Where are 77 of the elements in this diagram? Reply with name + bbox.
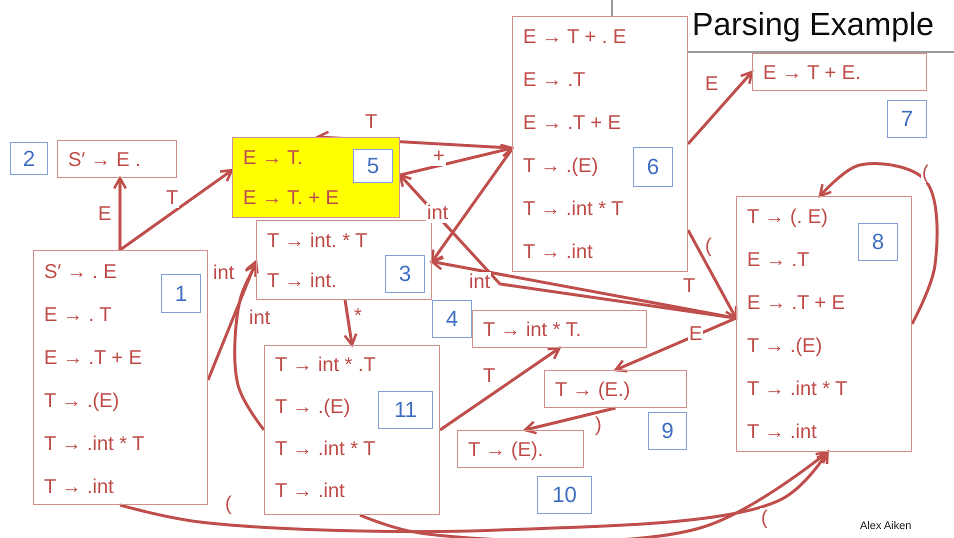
state-box [256, 220, 432, 300]
state-box [752, 53, 927, 91]
arrow [686, 229, 738, 320]
lr-item: T → .int [44, 475, 114, 499]
lr-item: T → .int * T [523, 197, 624, 221]
lr-item: T → int * .T [275, 353, 376, 377]
arrow [206, 260, 259, 381]
lr-item: E → .T + E [747, 291, 845, 315]
state-box [472, 310, 647, 348]
edge-label: ( [704, 236, 713, 256]
arrow [686, 70, 754, 145]
state-box [57, 140, 177, 178]
state-number: 2 [10, 142, 48, 175]
lr-item: T → .int [747, 420, 817, 444]
arrow [430, 148, 514, 263]
arrow [439, 346, 561, 432]
lr-item: T → .(E) [523, 154, 598, 178]
arrow [818, 162, 939, 325]
arrow [119, 168, 234, 252]
lr-item: E → .T [747, 248, 810, 272]
edge-label: ( [760, 508, 769, 528]
edge-label: T [165, 188, 180, 208]
lr-item: T → int * T. [483, 318, 582, 342]
state-box [544, 370, 687, 408]
arrow [233, 264, 266, 431]
state-number: 5 [353, 149, 393, 183]
lr-item: T → .int * T [275, 437, 376, 461]
lr-item: T → (E). [468, 438, 544, 462]
state-box [457, 430, 584, 468]
lr-item: T → (. E) [747, 205, 828, 229]
arrow [400, 144, 514, 177]
state-number: 3 [385, 255, 425, 293]
lr-item: T → .int [523, 240, 593, 264]
state-number: 9 [648, 412, 687, 450]
lr-item: E → . T [44, 303, 112, 327]
lr-item: T → .int * T [44, 432, 144, 456]
state-number: 7 [887, 100, 927, 138]
lr-item: E → .T + E [523, 111, 621, 135]
state-number: 1 [161, 274, 201, 313]
arrow [614, 316, 737, 372]
arrow [359, 450, 829, 538]
lr-item: T → int. [267, 269, 337, 293]
lr-item: E → T + . E [523, 25, 626, 49]
arrow [343, 300, 358, 346]
lr-item: T → .(E) [275, 395, 350, 419]
lr-item: T → .(E) [747, 334, 822, 358]
edge-label: int [426, 203, 450, 223]
arrow [112, 176, 128, 250]
state-box [512, 16, 688, 272]
state-number: 10 [537, 476, 592, 514]
state-number: 4 [432, 300, 472, 338]
edge-label: ( [224, 494, 233, 514]
lr-item: E → T + E. [763, 61, 861, 85]
state-box [33, 250, 208, 505]
highlighted-state-box [232, 137, 400, 218]
lr-item: S′ → E . [68, 148, 141, 172]
state-number: 6 [633, 147, 673, 187]
lr-item: T → .int [275, 479, 345, 503]
arrow [524, 406, 616, 434]
state-box [264, 345, 440, 515]
state-box [736, 196, 912, 452]
edge-label: ) [594, 415, 603, 435]
lr-item: E → .T + E [44, 346, 142, 370]
lr-item: T → int. * T [267, 229, 368, 253]
author-credit: Alex Aiken [860, 520, 912, 532]
lr-item: T → (E.) [555, 378, 630, 402]
state-number: 8 [858, 223, 898, 261]
state-number: 11 [378, 391, 433, 429]
edge-label: ( [921, 163, 930, 183]
lr-item: T → .int * T [747, 377, 848, 401]
lr-item: E → T. + E [243, 186, 339, 210]
lr-item: E → T. [243, 146, 303, 170]
slide-title: Parsing Example [692, 6, 934, 43]
lr-item: T → .(E) [44, 389, 120, 413]
arrow [120, 450, 829, 534]
lr-item: S′ → . E [44, 260, 117, 284]
lr-item: E → .T [523, 68, 586, 92]
